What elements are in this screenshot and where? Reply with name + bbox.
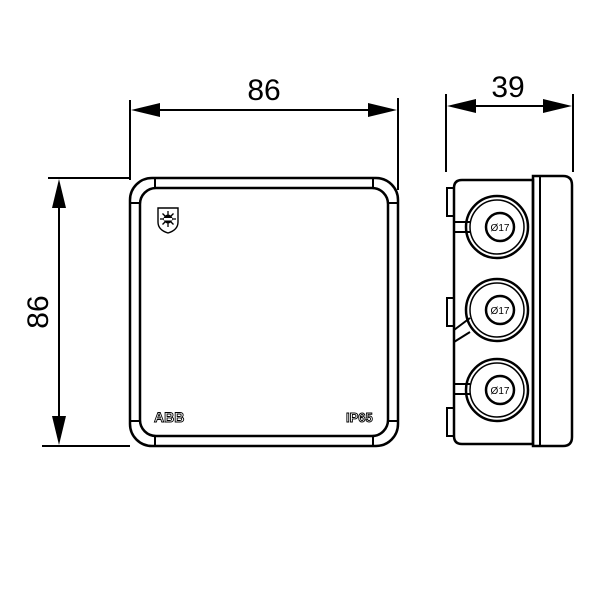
cable-entry-label: Ø17 — [491, 306, 510, 317]
width-dimension-label: 86 — [247, 74, 280, 107]
rating-label: IP65 — [346, 410, 373, 425]
cable-entry-3: Ø17 — [464, 357, 530, 423]
front-view: ABB IP65 — [128, 176, 400, 448]
brand-label: ABB — [154, 409, 184, 425]
cable-entry-2: Ø17 — [464, 277, 530, 343]
cable-entry-label: Ø17 — [491, 386, 510, 397]
snowflake-sun-shield-icon — [157, 207, 179, 234]
depth-dimension-label: 39 — [491, 71, 524, 104]
cable-entry-1: Ø17 — [464, 194, 530, 260]
depth-dimension: 39 — [445, 71, 574, 172]
height-dimension: 86 — [22, 177, 130, 447]
side-view: Ø17 Ø17 Ø17 — [446, 174, 574, 448]
height-dimension-label: 86 — [22, 295, 55, 328]
cable-entry-label: Ø17 — [491, 223, 510, 234]
width-dimension: 86 — [129, 74, 399, 190]
